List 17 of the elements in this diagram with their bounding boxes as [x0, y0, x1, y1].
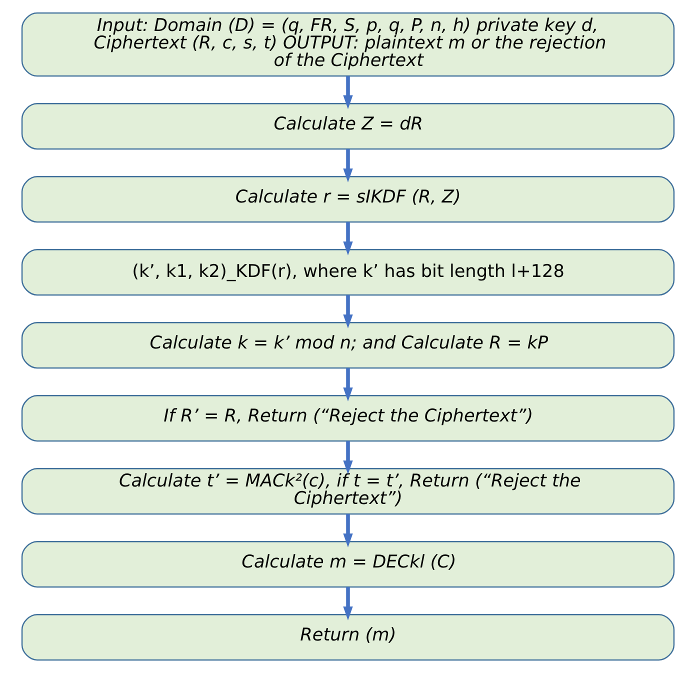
node-box: Calculate m = DECkl (C)	[21, 541, 675, 588]
arrow	[343, 514, 353, 548]
arrow	[343, 368, 353, 402]
node-box: Calculate Z = dR	[21, 103, 675, 150]
node-box: Calculate k = k’ mod n; and Calculate R = kP	[21, 322, 675, 369]
node-box: Return (m)	[21, 614, 675, 661]
arrow	[343, 222, 353, 256]
node-box: (k’, k1, k2)_KDF(r), where k’ has bit length l+128	[21, 249, 675, 296]
arrow	[343, 441, 353, 474]
node-box: Calculate r = sIKDF (R, Z)	[21, 176, 675, 223]
node-box: If R’ = R, Return (“Reject the Ciphertext”)	[21, 395, 675, 442]
node-box: Calculate t’ = MACk²(c), if t = t’, Return (“Reject the Ciphertext”)	[21, 468, 675, 515]
arrow	[343, 149, 353, 182]
arrow	[343, 587, 353, 620]
node-box: Input: Domain (D) = (q, FR, S, p, q, P, n, h) private key d, Ciphertext (R, c, s, t) OUTPUT: plaintext m or the rejection of the Ciphertext	[21, 12, 675, 77]
arrow	[343, 295, 353, 328]
arrow	[343, 76, 353, 110]
